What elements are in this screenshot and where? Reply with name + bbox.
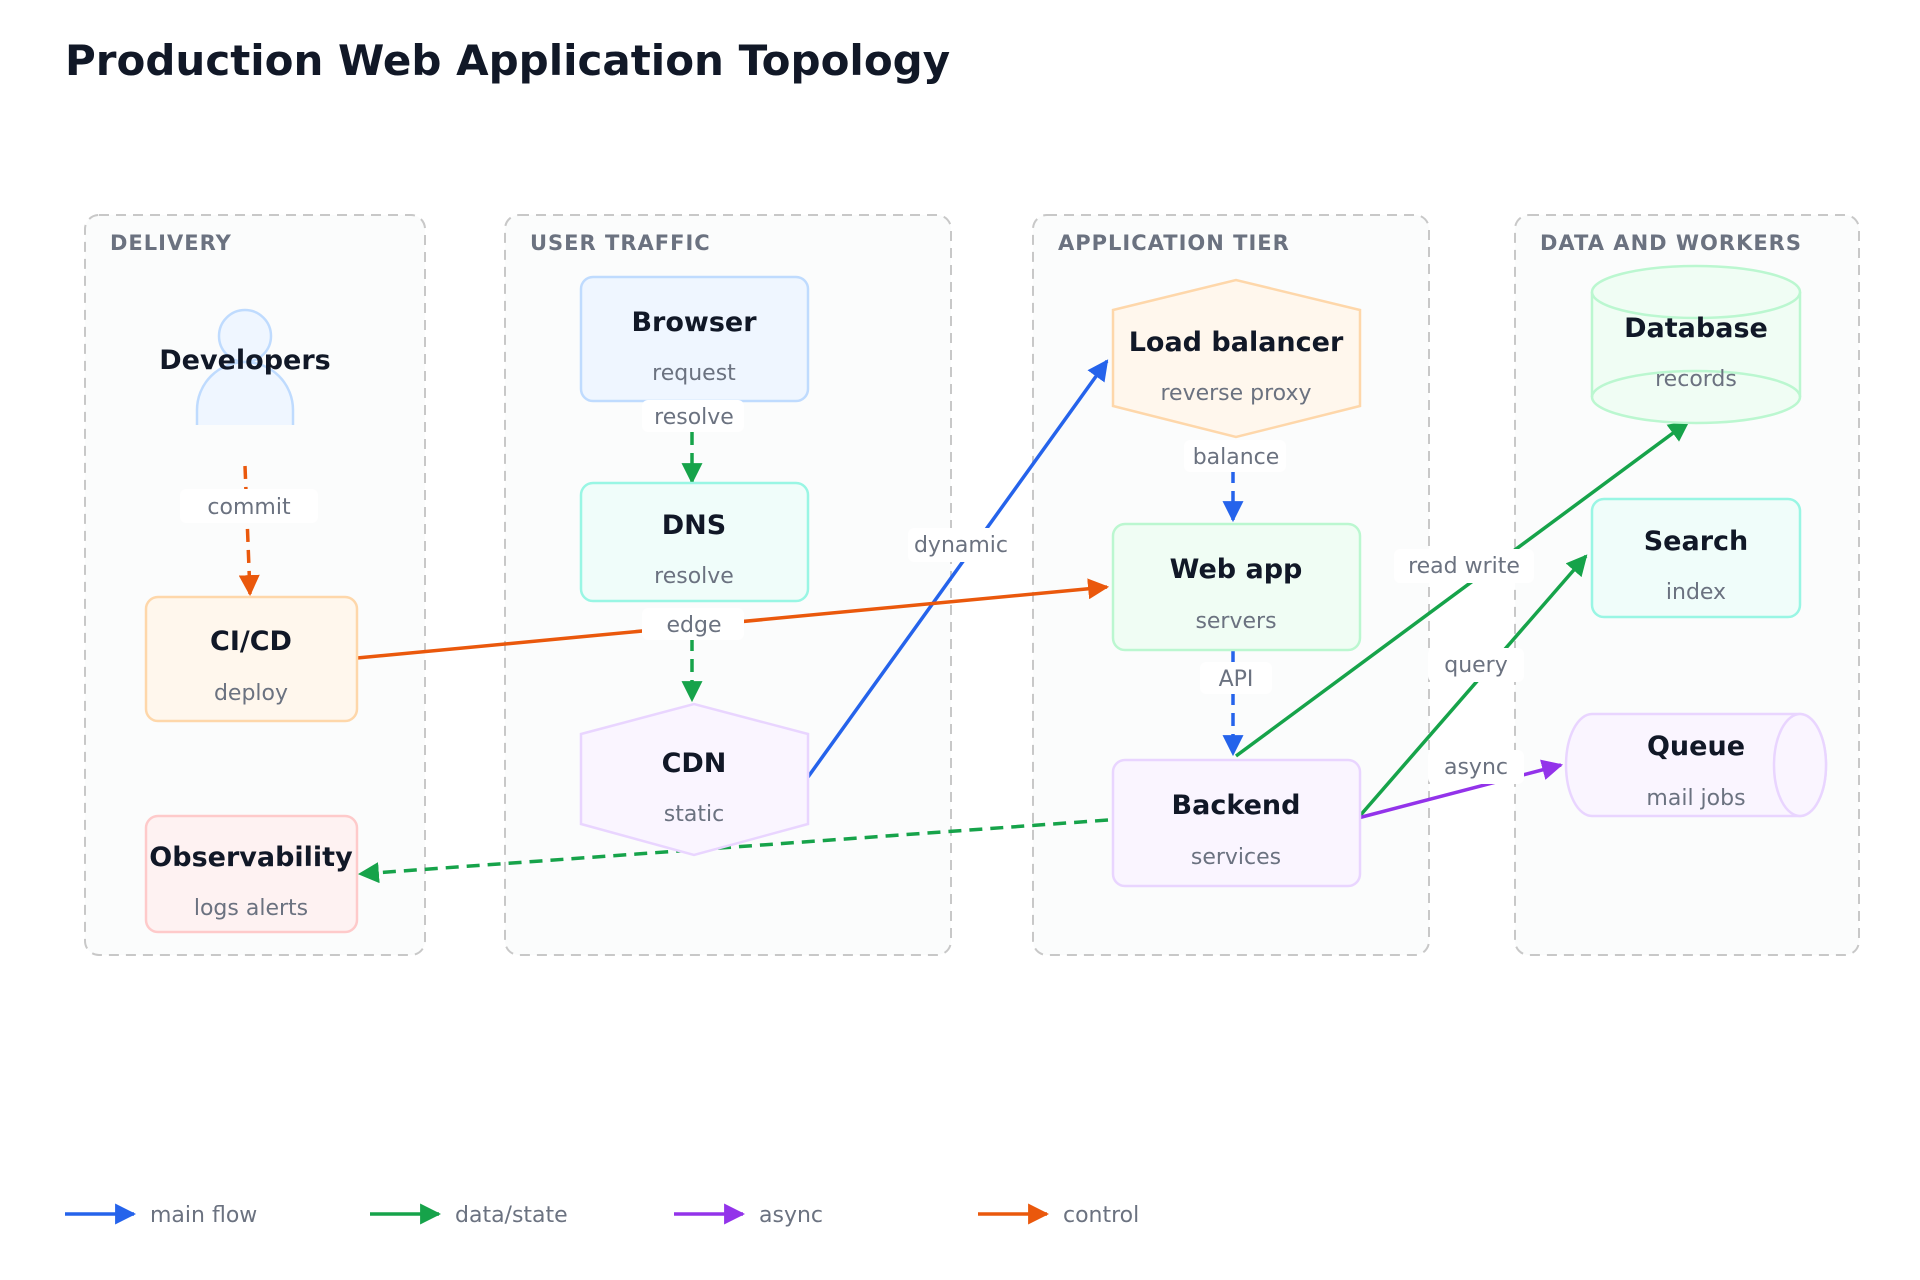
svg-text:control: control	[1063, 1203, 1139, 1228]
node-queue-title: Queue	[1647, 731, 1745, 762]
svg-text:query: query	[1444, 653, 1508, 678]
node-lb-title: Load balancer	[1129, 327, 1344, 358]
node-developers-title: Developers	[159, 345, 330, 376]
queue-cylinder-icon	[1564, 712, 1828, 818]
edge-read-write	[1234, 420, 1690, 758]
edges	[238, 359, 1690, 884]
node-observability[interactable]: Observability logs alerts	[144, 814, 359, 934]
node-database-sub: records	[1655, 367, 1737, 392]
svg-text:data/state: data/state	[455, 1203, 568, 1228]
svg-text:commit: commit	[207, 495, 291, 520]
edge-label-balance: balance	[1184, 440, 1286, 472]
node-cdn-sub: static	[664, 802, 724, 827]
node-cicd[interactable]: CI/CD deploy	[144, 595, 359, 723]
node-backend[interactable]: Backend services	[1111, 758, 1362, 888]
edge-label-resolve: resolve	[642, 400, 744, 432]
legend: main flow data/state async control	[65, 1203, 1139, 1228]
legend-data-state: data/state	[370, 1203, 568, 1228]
node-browser-sub: request	[652, 361, 736, 386]
node-search-title: Search	[1644, 526, 1749, 557]
svg-text:main flow: main flow	[150, 1203, 257, 1228]
node-cdn-title: CDN	[662, 748, 727, 779]
svg-text:read write: read write	[1408, 554, 1520, 579]
node-browser[interactable]: Browser request	[579, 275, 810, 403]
edge-label-dynamic: dynamic	[908, 528, 1016, 562]
node-cdn[interactable]: CDN static	[579, 702, 810, 857]
edge-label-api: API	[1200, 662, 1272, 694]
edge-commit	[238, 465, 260, 597]
edge-async	[1357, 759, 1564, 820]
node-cicd-sub: deploy	[214, 681, 288, 706]
node-load-balancer[interactable]: Load balancer reverse proxy	[1111, 278, 1362, 439]
node-browser-title: Browser	[631, 307, 757, 338]
edge-query	[1356, 554, 1588, 820]
node-observability-sub: logs alerts	[194, 896, 308, 921]
svg-text:async: async	[759, 1203, 823, 1228]
node-search[interactable]: Search index	[1590, 497, 1802, 619]
node-observability-title: Observability	[149, 842, 353, 873]
edge-label-query: query	[1428, 648, 1524, 682]
group-label-delivery: DELIVERY	[110, 231, 232, 255]
node-webapp-sub: servers	[1195, 609, 1276, 634]
person-icon	[195, 308, 295, 425]
node-database[interactable]: Database records	[1590, 264, 1802, 425]
group-label-data-workers: DATA AND WORKERS	[1540, 231, 1802, 255]
node-lb-sub: reverse proxy	[1160, 381, 1311, 406]
node-database-title: Database	[1624, 313, 1768, 344]
database-cylinder-icon	[1590, 264, 1802, 425]
node-dns-sub: resolve	[654, 564, 734, 589]
svg-text:edge: edge	[667, 613, 722, 638]
edge-label-edge: edge	[642, 608, 744, 640]
node-search-sub: index	[1666, 580, 1726, 605]
group-label-application-tier: APPLICATION TIER	[1058, 231, 1290, 255]
edge-label-async: async	[1428, 750, 1524, 784]
legend-control: control	[978, 1203, 1139, 1228]
node-developers[interactable]: Developers	[159, 308, 331, 425]
node-queue-sub: mail jobs	[1646, 786, 1745, 811]
legend-async: async	[674, 1203, 823, 1228]
nodes: Developers CI/CD deploy Observability lo…	[144, 264, 1828, 934]
node-backend-sub: services	[1191, 845, 1281, 870]
group-label-user-traffic: USER TRAFFIC	[530, 231, 711, 255]
svg-text:resolve: resolve	[654, 405, 734, 430]
svg-text:async: async	[1444, 755, 1508, 780]
svg-text:API: API	[1219, 667, 1254, 692]
edge-dynamic	[806, 359, 1109, 779]
node-backend-title: Backend	[1172, 790, 1301, 821]
node-webapp-title: Web app	[1170, 554, 1303, 585]
node-web-app[interactable]: Web app servers	[1111, 522, 1362, 652]
node-cicd-title: CI/CD	[210, 626, 292, 657]
svg-text:dynamic: dynamic	[914, 533, 1008, 558]
svg-text:balance: balance	[1193, 445, 1280, 470]
edge-label-read-write: read write	[1394, 549, 1534, 583]
diagram-title: Production Web Application Topology	[65, 36, 950, 85]
node-queue[interactable]: Queue mail jobs	[1564, 712, 1828, 818]
node-dns-title: DNS	[662, 510, 726, 541]
edge-label-commit: commit	[180, 489, 318, 523]
node-dns[interactable]: DNS resolve	[579, 481, 810, 603]
edge-labels: commit resolve edge dynamic balance API …	[180, 400, 1534, 784]
legend-main-flow: main flow	[65, 1203, 257, 1228]
